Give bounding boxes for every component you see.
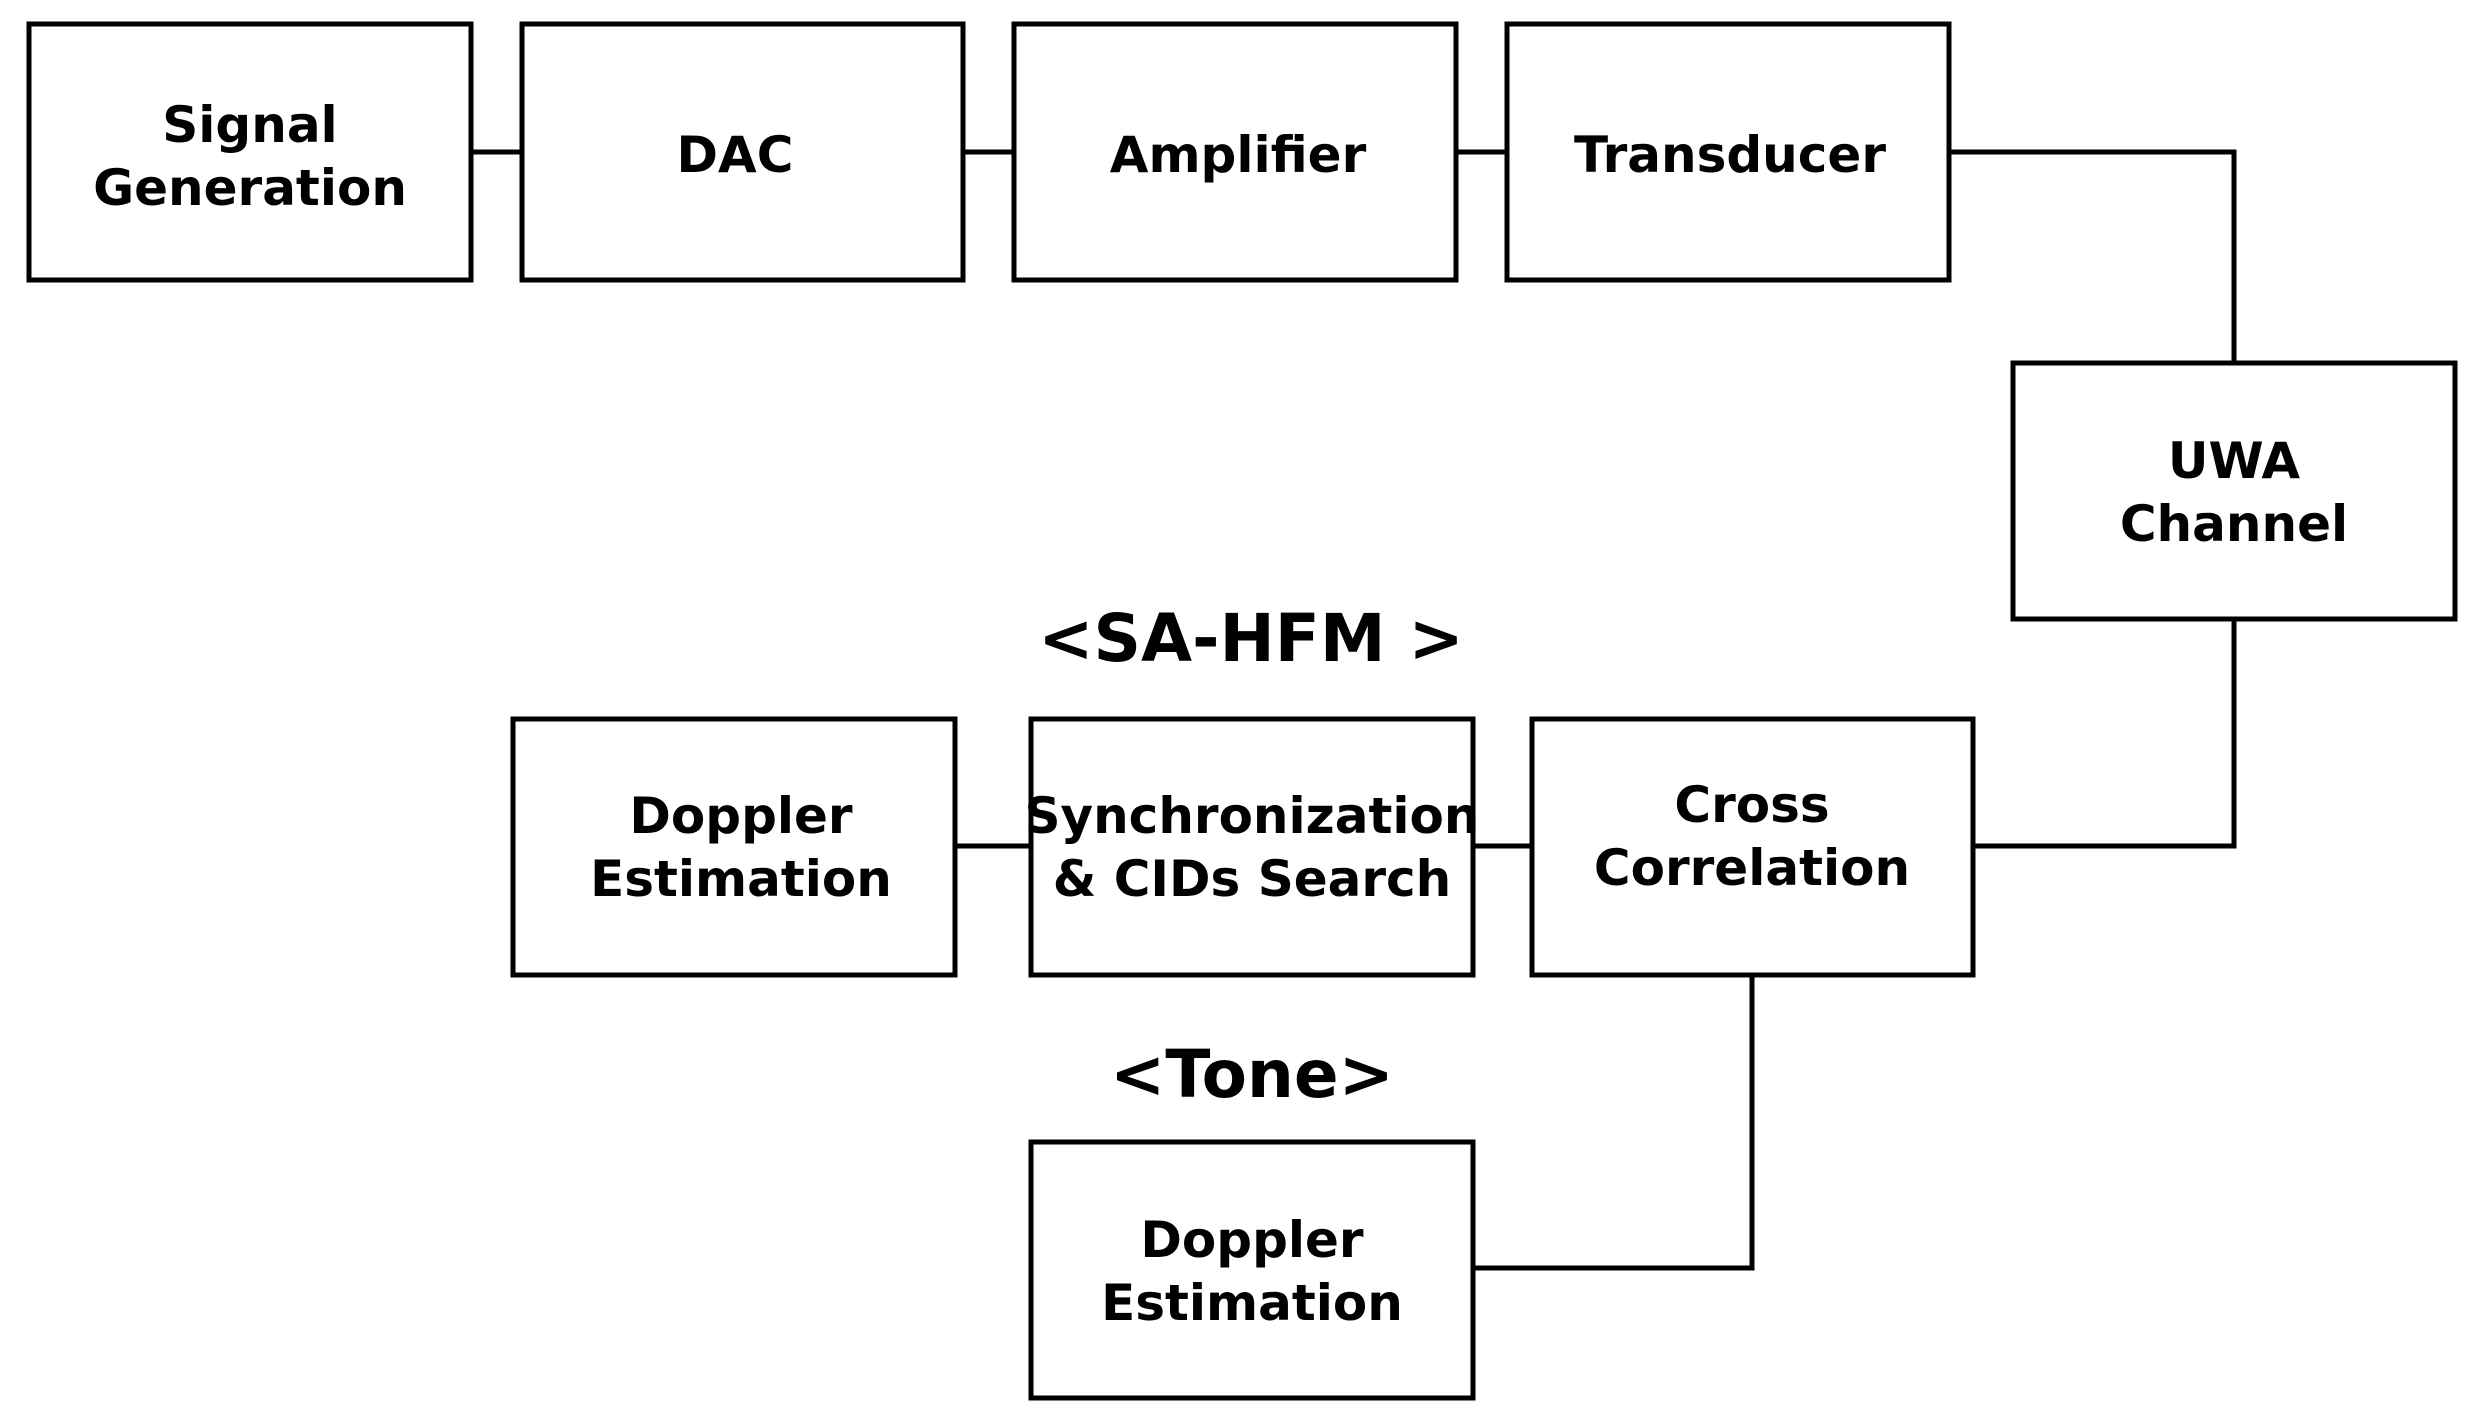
tone-label: <Tone> [1110, 1036, 1394, 1113]
signal-generation-line1: Signal [162, 96, 337, 154]
connectors [471, 149, 2237, 1271]
transducer-label: Transducer [1574, 126, 1886, 184]
cross-correlation-line2: Correlation [1594, 839, 1910, 897]
connector-correlation-doppler-tone [1473, 975, 1755, 1271]
sync-cids-search-line2: & CIDs Search [1053, 850, 1452, 908]
signal-generation-block: Signal Generation [26, 21, 474, 283]
amplifier-block: Amplifier [1011, 21, 1459, 283]
sa-hfm-label: <SA-HFM > [1038, 600, 1464, 677]
doppler-estimation-tone-line2: Estimation [1101, 1274, 1403, 1332]
sync-cids-search-line1: Synchronization [1024, 787, 1479, 845]
sync-cids-search-block: Synchronization & CIDs Search [1024, 716, 1480, 978]
dac-label: DAC [677, 126, 794, 184]
amplifier-label: Amplifier [1110, 126, 1367, 184]
transducer-block: Transducer [1504, 21, 1952, 283]
connector-channel-correlation [1973, 619, 2237, 849]
uwa-channel-block: UWA Channel [2010, 360, 2458, 622]
doppler-estimation-tone-block: Doppler Estimation [1028, 1139, 1476, 1401]
connector-transducer-channel [1949, 149, 2237, 363]
uwa-channel-line1: UWA [2168, 432, 2301, 490]
doppler-estimation-hfm-line2: Estimation [590, 850, 892, 908]
doppler-estimation-hfm-line1: Doppler [629, 787, 852, 845]
cross-correlation-block: Cross Correlation [1529, 716, 1976, 978]
dac-block: DAC [519, 21, 966, 283]
doppler-estimation-hfm-block: Doppler Estimation [510, 716, 958, 978]
signal-generation-line2: Generation [93, 159, 407, 217]
uwa-channel-line2: Channel [2120, 495, 2348, 553]
cross-correlation-line1: Cross [1674, 776, 1829, 834]
doppler-estimation-tone-line1: Doppler [1140, 1211, 1363, 1269]
